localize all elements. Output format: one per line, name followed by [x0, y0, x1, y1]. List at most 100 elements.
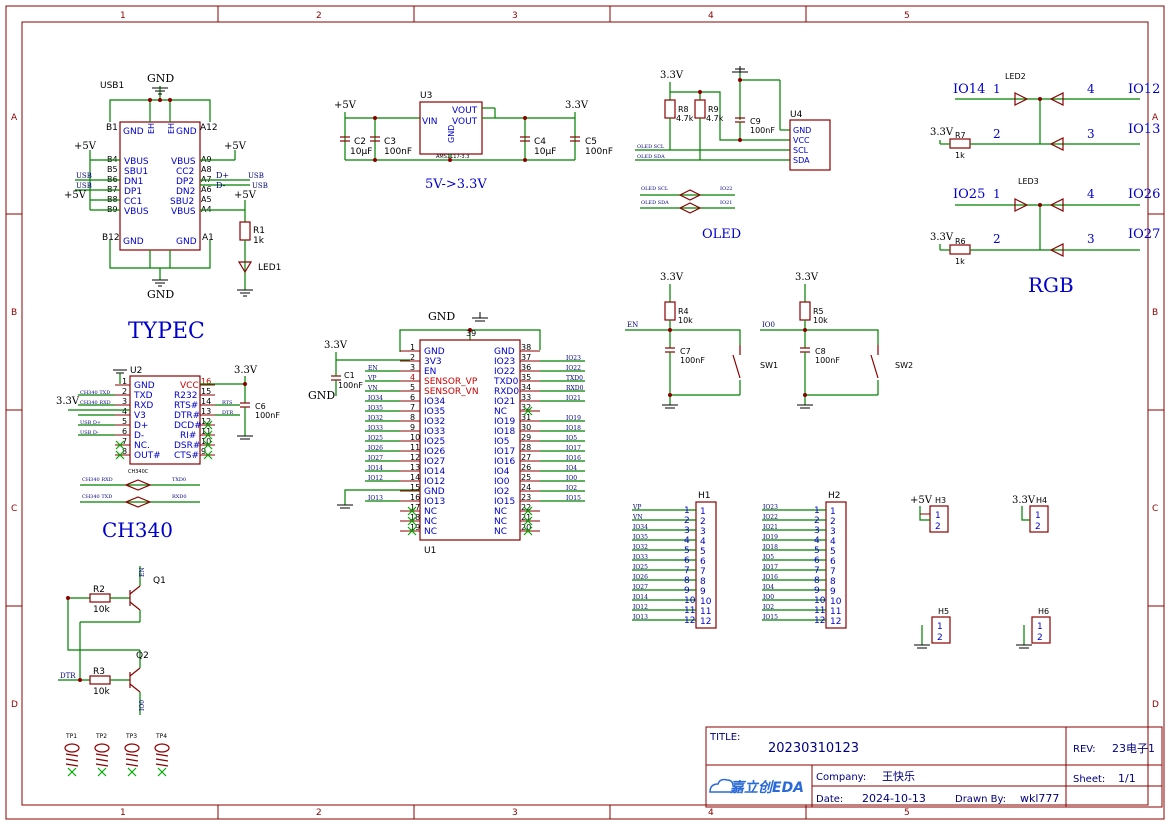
- u2-pinnum-right-1: 15: [201, 387, 211, 396]
- u1-pinnum-left-8: 9: [410, 423, 415, 432]
- col-label-4b: 4: [708, 808, 714, 818]
- h2-net-8: IO4: [763, 584, 774, 591]
- h2-net-2: IO21: [763, 524, 778, 531]
- h1-pinnum-4: 5: [684, 546, 690, 556]
- cloud-icon: [709, 778, 738, 793]
- r5-val: 10k: [813, 316, 828, 325]
- u1-net-right-5: IO21: [566, 395, 581, 402]
- u2-pin-right-6: DSR#: [174, 441, 200, 451]
- ldo-33v: 3.3V: [565, 100, 589, 111]
- u1-pin-left-5: IO34: [424, 397, 445, 407]
- u1-pin-left-16: NC: [424, 507, 437, 517]
- u1-net-right-9: IO5: [566, 435, 577, 442]
- section-oled: OLED: [702, 227, 741, 242]
- h4-ref: H4: [1036, 496, 1047, 505]
- ch340-33v-l: 3.3V: [56, 396, 80, 407]
- rev-label: REV:: [1073, 744, 1096, 755]
- u1-pin-right-5: IO21: [494, 397, 515, 407]
- usb-pin-l3: DP1: [124, 187, 142, 197]
- oled-net-scl: OLED SCL: [637, 144, 665, 150]
- u2-pinnum-right-7: 9: [201, 447, 206, 456]
- u2-pinnum-right-4: 12: [201, 417, 211, 426]
- u2-pinnum-left-6: 7: [122, 437, 127, 446]
- u1-pin-left-12: IO14: [424, 467, 445, 477]
- h2-pinnum-2: 3: [814, 526, 820, 536]
- u1-net-left-6: IO35: [368, 405, 383, 412]
- h2-pin-0: 1: [830, 507, 836, 517]
- usb-num-r4: A5: [201, 195, 212, 204]
- u2-pinnum-left-4: 5: [122, 417, 127, 426]
- u1-ref: U1: [424, 546, 436, 556]
- u1-pinnum-right-8: 30: [521, 423, 531, 432]
- h4-p2: 2: [1035, 522, 1041, 532]
- u2-ref: U2: [130, 366, 142, 376]
- u2-pin-right-0: VCC: [180, 381, 199, 391]
- u1-net-right-8: IO18: [566, 425, 581, 432]
- h1-pin-2: 3: [700, 527, 706, 537]
- u1-pin-left-4: SENSOR_VN: [424, 387, 479, 397]
- usb-net-usb-r1: USB: [248, 172, 264, 180]
- u1-net-left-10: IO26: [368, 445, 383, 452]
- u1-pinnum-right-18: 20: [521, 523, 531, 532]
- u1-net-right-4: RXD0: [566, 385, 584, 392]
- sheet-label: Sheet:: [1073, 774, 1105, 785]
- u1-pinnum-right-11: 27: [521, 453, 531, 462]
- c4-val: 10μF: [534, 147, 556, 157]
- u1-net-left-5: IO34: [368, 395, 383, 402]
- io0-net: IO0: [762, 321, 775, 329]
- usb-eh-tr: EH: [167, 123, 176, 134]
- usb-net-usb-l2: USB: [76, 182, 92, 190]
- usb-num-r1: A8: [201, 165, 212, 174]
- tp-ref-0: TP1: [65, 733, 77, 740]
- usb-corner-b12: B12: [102, 233, 120, 243]
- h2-pin-2: 3: [830, 527, 836, 537]
- mounting-holes: +5V H3 1 2 3.3V H4 1 2 H5 1 2 H6 1 2: [910, 495, 1051, 649]
- u1-pin-right-1: IO23: [494, 357, 515, 367]
- nc-mark: [67, 767, 77, 777]
- rgb-io14: IO14: [953, 82, 985, 97]
- r6-ref: R6: [955, 237, 966, 246]
- u2-pin-left-5: D-: [134, 431, 144, 441]
- u2-pinnum-left-5: 6: [122, 427, 127, 436]
- h2-pinnum-10: 11: [814, 606, 825, 616]
- title-label: TITLE:: [709, 732, 740, 743]
- u2-net-left-2: CH340 RXD: [80, 400, 111, 406]
- r8-ref: R8: [678, 105, 689, 114]
- usb-5v-l: +5V: [74, 141, 97, 152]
- h2-net-11: IO15: [763, 614, 778, 621]
- col-label-2b: 2: [316, 808, 322, 818]
- rgb-n2b: 2: [993, 232, 1001, 246]
- row-label-d-r: D: [1152, 700, 1159, 710]
- h6-p2: 2: [1037, 633, 1043, 643]
- h1-pinnum-9: 10: [684, 596, 696, 606]
- u1-net-left-13: IO12: [368, 475, 383, 482]
- oled-link-4: IO21: [720, 200, 732, 206]
- rgb-33v-1: 3.3V: [930, 127, 954, 138]
- u2-pin-right-5: RI#: [180, 431, 196, 441]
- q2-io0: IO0: [139, 700, 146, 711]
- u1-33v: 3.3V: [324, 340, 348, 351]
- r1-ref: R1: [253, 226, 265, 236]
- u1-net-right-1: IO23: [566, 355, 581, 362]
- usb-gnd-tl: GND: [123, 127, 144, 137]
- u1-pinnum-right-17: 21: [521, 513, 531, 522]
- h1-net-3: IO35: [633, 534, 648, 541]
- u1-net-left-7: IO32: [368, 415, 383, 422]
- usb-gnd-bl: GND: [123, 237, 144, 247]
- r4-ref: R4: [678, 307, 689, 316]
- h6-ref: H6: [1038, 607, 1049, 616]
- r6-val: 1k: [955, 257, 965, 266]
- sheet-value: 1/1: [1118, 772, 1136, 785]
- u2-net-rts: RTS: [222, 400, 233, 406]
- u1-net-right-15: IO15: [566, 495, 581, 502]
- switch-block: 3.3V R4 10k EN C7 100nF SW1 3.3V R5 10k …: [625, 272, 913, 409]
- h2-pin-1: 2: [830, 517, 836, 527]
- u1-net-left-15: IO13: [368, 495, 383, 502]
- h2-pinnum-7: 8: [814, 576, 820, 586]
- u1-pin-right-10: IO17: [494, 447, 515, 457]
- u1-pin-left-8: IO33: [424, 427, 445, 437]
- u1-pinnum-left-4: 5: [410, 383, 415, 392]
- h4-p1: 1: [1035, 511, 1041, 521]
